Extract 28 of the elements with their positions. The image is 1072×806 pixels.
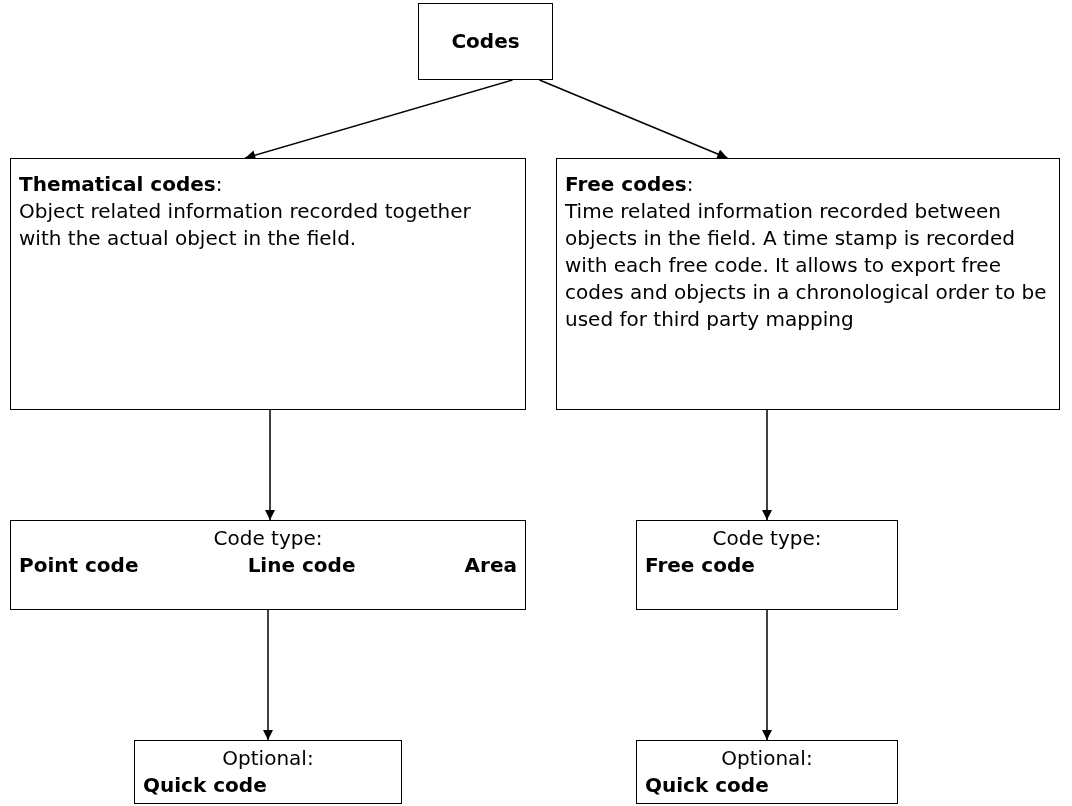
process-box [636,520,898,610]
box-heading: Code type: [712,525,822,552]
process-box [134,740,402,804]
arrow [538,79,729,159]
code-type-label: Free code [645,552,755,579]
code-type-label: Quick code [645,772,769,799]
box-heading: Optional: [721,745,813,772]
box-description: Time related information recorded between objects in the field. A time stamp is recorded with each free code. It allows to export free codes and objects in a chronological order to be used for third party mapping [565,198,1048,333]
code-type-label: Area [464,552,517,579]
process-box [418,3,553,80]
process-box [10,520,526,610]
box-heading: Code type: [213,525,323,552]
arrow [762,609,772,741]
box-title: Codes [451,28,520,55]
code-type-label: Quick code [143,772,267,799]
box-description: Object related information recorded together with the actual object in the field. [19,198,472,252]
box-heading: Optional: [222,745,314,772]
box-heading: Free codes: [565,171,695,198]
arrow [263,609,273,741]
process-box [10,158,526,410]
arrow [265,409,275,521]
process-box [636,740,898,804]
arrow [244,79,514,160]
code-type-label: Line code [247,552,356,579]
box-heading: Thematical codes: [19,171,224,198]
process-box [556,158,1060,410]
code-type-label: Point code [19,552,139,579]
arrow [762,409,772,521]
